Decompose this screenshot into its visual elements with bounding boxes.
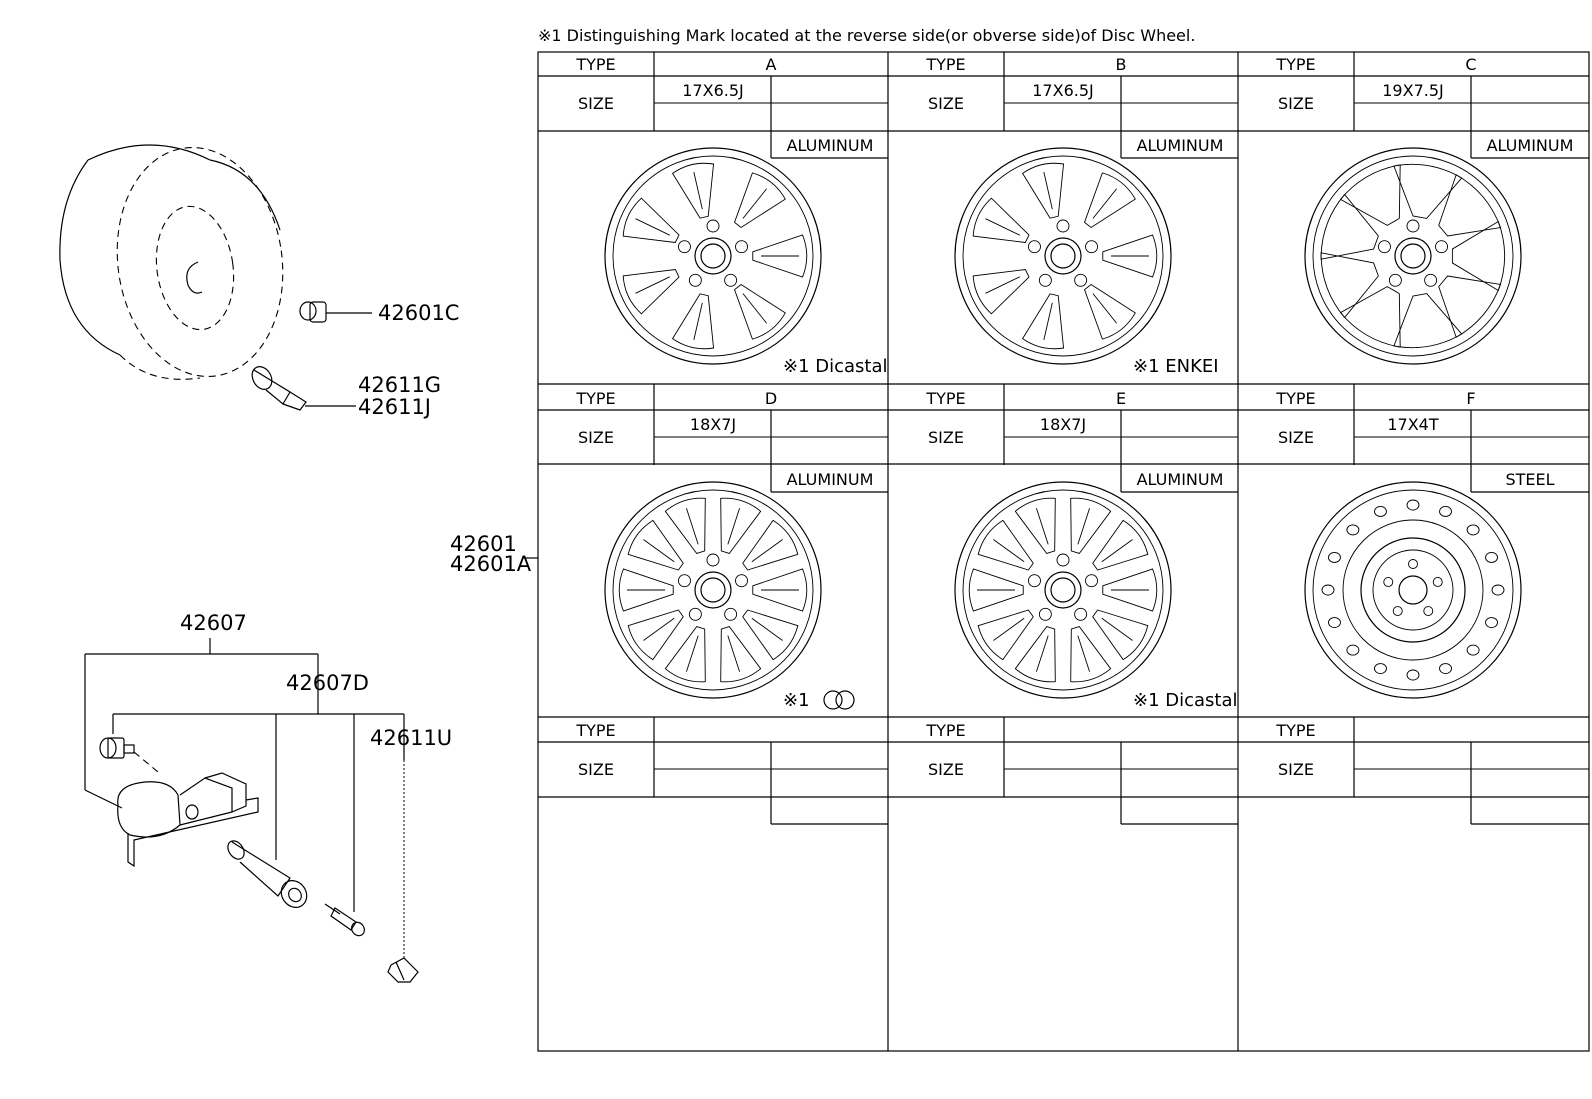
part-number-42611j: 42611J: [358, 395, 431, 419]
wheel-f: [1304, 481, 1522, 699]
material-b: ALUMINUM: [1137, 136, 1224, 155]
type-label: TYPE: [925, 721, 965, 740]
valve-42611g: [251, 366, 356, 411]
size-value-b: 17X6.5J: [1032, 81, 1093, 100]
type-label: TYPE: [575, 721, 615, 740]
size-label: SIZE: [578, 760, 614, 779]
wheel-nut-42601c: [299, 301, 372, 323]
part-number-42607d: 42607D: [286, 671, 369, 695]
size-value-a: 17X6.5J: [682, 81, 743, 100]
wheel-type-table: [537, 51, 1590, 1052]
size-label: SIZE: [1278, 94, 1314, 113]
size-label: SIZE: [928, 94, 964, 113]
type-label: TYPE: [925, 389, 965, 408]
size-label: SIZE: [928, 428, 964, 447]
wheel-c: [1304, 147, 1522, 365]
size-label: SIZE: [1278, 760, 1314, 779]
part-number-42607: 42607: [180, 611, 247, 635]
type-value-a: A: [766, 55, 777, 74]
material-d: ALUMINUM: [787, 470, 874, 489]
size-label: SIZE: [928, 760, 964, 779]
tpms-valve-stem: [227, 840, 308, 908]
part-number-42601c: 42601C: [378, 301, 459, 325]
distinguishing-mark-b: ※1 ENKEI: [1133, 356, 1219, 377]
part-number-42601a: 42601A: [450, 552, 532, 576]
material-f: STEEL: [1505, 470, 1554, 489]
type-value-f: F: [1466, 389, 1475, 408]
wheel-b: [954, 147, 1172, 365]
type-label: TYPE: [575, 55, 615, 74]
size-value-c: 19X7.5J: [1382, 81, 1443, 100]
material-a: ALUMINUM: [787, 136, 874, 155]
size-label: SIZE: [1278, 428, 1314, 447]
distinguishing-mark-e: ※1 Dicastal: [1133, 690, 1238, 711]
size-value-f: 17X4T: [1387, 415, 1439, 434]
part-number-42601: 42601: [450, 532, 517, 556]
type-label: TYPE: [1275, 55, 1315, 74]
type-value-b: B: [1116, 55, 1127, 74]
distinguishing-mark-a: ※1 Dicastal: [783, 356, 888, 377]
type-label: TYPE: [1275, 389, 1315, 408]
type-value-e: E: [1116, 389, 1126, 408]
distinguishing-mark-note: ※1 Distinguishing Mark located at the re…: [538, 26, 1195, 45]
valve-cap: [387, 957, 419, 983]
distinguishing-mark-d: ※1: [783, 690, 810, 711]
material-e: ALUMINUM: [1137, 470, 1224, 489]
tpms-sensor: [99, 737, 259, 868]
size-value-e: 18X7J: [1040, 415, 1086, 434]
mark-logo-d: [823, 690, 855, 710]
wheel-d: [604, 481, 822, 699]
type-label: TYPE: [575, 389, 615, 408]
material-c: ALUMINUM: [1487, 136, 1574, 155]
type-value-c: C: [1465, 55, 1476, 74]
size-label: SIZE: [578, 94, 614, 113]
type-value-d: D: [765, 389, 777, 408]
part-number-42611u: 42611U: [370, 726, 452, 750]
wheel-e: [954, 481, 1172, 699]
tire-illustration: [59, 144, 284, 380]
size-label: SIZE: [578, 428, 614, 447]
wheel-a: [604, 147, 822, 365]
tpms-leader-lines: [84, 638, 405, 960]
size-value-d: 18X7J: [690, 415, 736, 434]
type-label: TYPE: [925, 55, 965, 74]
type-label: TYPE: [1275, 721, 1315, 740]
valve-core: [324, 903, 365, 937]
part-number-42611g: 42611G: [358, 373, 441, 397]
